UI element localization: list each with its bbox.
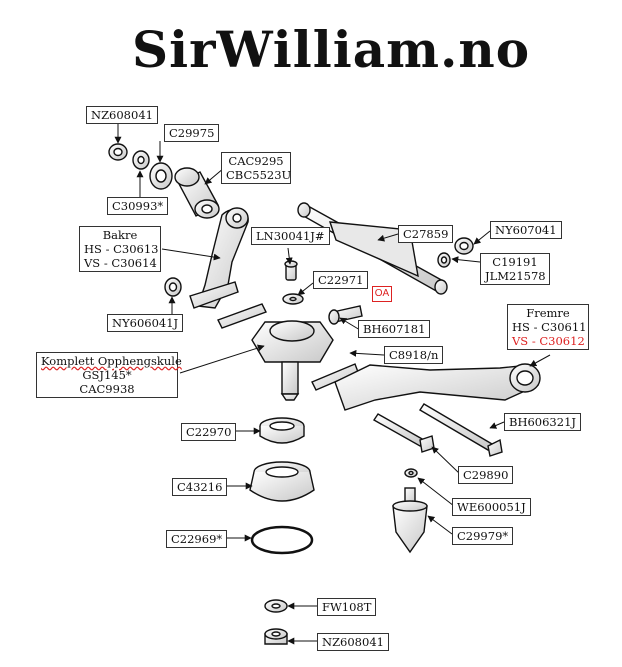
label-ny607041: NY607041 bbox=[490, 221, 562, 239]
label-fremre-title: Fremre bbox=[526, 306, 570, 320]
label-c22969: C22969* bbox=[166, 530, 228, 548]
socket-c43216-part bbox=[249, 461, 315, 502]
label-fremre-vs: VS - C30612 bbox=[512, 334, 585, 348]
leader-lines bbox=[114, 122, 551, 645]
nut-ny606041j-part bbox=[164, 277, 182, 297]
label-bakre-vs: VS - C30614 bbox=[84, 256, 157, 270]
bump-stop-part bbox=[392, 487, 428, 554]
lock-tab-part bbox=[217, 303, 359, 391]
bolt-c29890-part bbox=[372, 413, 435, 453]
washer-fw108t-part bbox=[264, 599, 288, 613]
label-fremre-hs: HS - C30611 bbox=[512, 320, 587, 334]
label-cac9295-line1: CAC9295 bbox=[228, 154, 284, 168]
label-gsj145: GSJ145* bbox=[82, 368, 132, 382]
oa-mark: OA bbox=[372, 286, 392, 302]
front-arm-part bbox=[334, 363, 541, 411]
label-we600051j: WE600051J bbox=[452, 498, 531, 516]
label-komplett-opphengskule: Komplett Opphengskule GSJ145* CAC9938 bbox=[36, 352, 182, 398]
washer-c22971-part bbox=[282, 293, 304, 305]
nyloc-nut-part bbox=[108, 143, 128, 161]
label-fw108t: FW108T bbox=[317, 598, 377, 616]
label-bh606321j: BH606321J bbox=[504, 413, 581, 431]
site-logo: SirWilliam.no bbox=[132, 20, 531, 79]
nut-nz608041-bottom-part bbox=[264, 628, 288, 645]
washer-part bbox=[132, 150, 150, 170]
washer-c19191-part bbox=[437, 252, 451, 268]
label-ny606041j: NY606041J bbox=[107, 314, 184, 332]
label-cac9295: CAC9295 CBC5523U bbox=[221, 152, 291, 184]
label-bakre-title: Bakre bbox=[102, 228, 138, 242]
spacer-part bbox=[149, 162, 173, 190]
label-c30993: C30993* bbox=[107, 197, 169, 215]
label-c27859: C27859 bbox=[398, 225, 454, 243]
nut-ny607041-part bbox=[454, 237, 474, 255]
grease-nipple-part bbox=[284, 260, 298, 281]
label-c8918n: C8918/n bbox=[384, 346, 444, 364]
label-c19191: C19191 JLM21578 bbox=[480, 253, 550, 285]
label-cbc5523u-line2: CBC5523U bbox=[226, 168, 292, 182]
label-jlm21578-line2: JLM21578 bbox=[485, 269, 546, 283]
label-fremre: Fremre HS - C30611 VS - C30612 bbox=[507, 304, 589, 350]
label-c22970: C22970 bbox=[181, 423, 237, 441]
label-bakre-hs: HS - C30613 bbox=[84, 242, 159, 256]
label-cac9938: CAC9938 bbox=[79, 382, 135, 396]
o-ring-part bbox=[250, 525, 314, 555]
fulcrum-pin-part bbox=[297, 202, 448, 295]
ball-joint-part bbox=[251, 320, 334, 401]
label-c29975: C29975 bbox=[164, 124, 220, 142]
bush-part bbox=[174, 167, 220, 219]
rear-arm-part bbox=[189, 207, 249, 309]
label-komplett-title-text: Komplett Opphengskule bbox=[41, 354, 182, 368]
label-komplett-title: Komplett Opphengskule bbox=[41, 354, 182, 368]
label-c22971: C22971 bbox=[313, 271, 369, 289]
label-c29979: C29979* bbox=[452, 527, 514, 545]
label-nz608041-bottom: NZ608041 bbox=[317, 633, 389, 651]
label-nz608041-top: NZ608041 bbox=[86, 106, 158, 124]
label-bh607181: BH607181 bbox=[358, 320, 431, 338]
label-c29890: C29890 bbox=[458, 466, 514, 484]
cup-c22970-part bbox=[259, 417, 305, 444]
label-c43216: C43216 bbox=[172, 478, 228, 496]
label-ln30041j: LN30041J# bbox=[251, 227, 330, 245]
label-c19191-line1: C19191 bbox=[492, 255, 538, 269]
spring-washer-part bbox=[404, 468, 418, 478]
label-bakre: Bakre HS - C30613 VS - C30614 bbox=[79, 226, 161, 272]
bolt-bh606321j-part bbox=[419, 403, 503, 457]
